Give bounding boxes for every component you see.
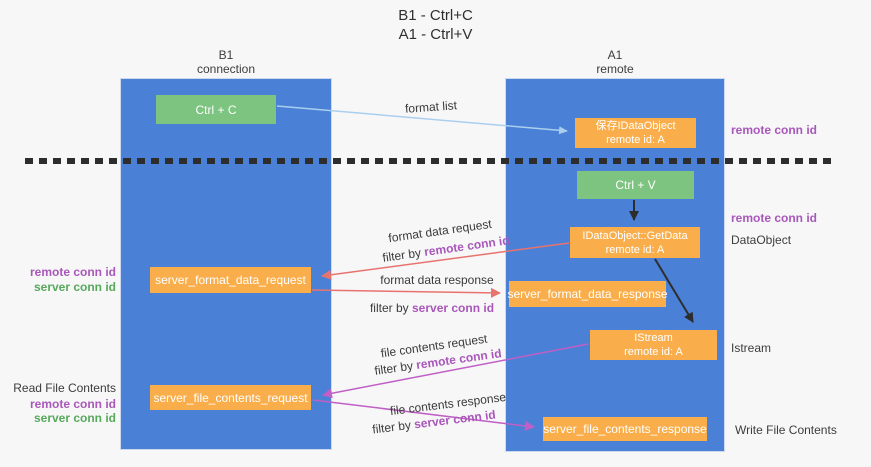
lane-a1-name: A1 (607, 48, 623, 62)
label-filter-server-1: filter by server conn id (370, 301, 494, 315)
node-ctrl-c-label: Ctrl + C (195, 102, 237, 117)
right-remote-conn-id-top: remote conn id (731, 123, 818, 137)
lane-header-b1: B1 connection (120, 48, 332, 76)
diagram-title: B1 - Ctrl+C A1 - Ctrl+V (0, 6, 871, 44)
title-line-2: A1 - Ctrl+V (398, 26, 473, 43)
node-getdata-line1: IDataObject::GetData (582, 229, 688, 242)
node-getdata: IDataObject::GetData remote id: A (570, 227, 700, 258)
node-server-format-data-request: server_format_data_request (150, 267, 311, 293)
left-remote-conn-id-bottom: remote conn id (29, 397, 116, 411)
node-getdata-line2: remote id: A (605, 243, 665, 256)
title-line-1: B1 - Ctrl+C (398, 7, 473, 24)
node-server-file-contents-response-label: server_file_contents_response (543, 422, 707, 436)
lane-b1-name: B1 (218, 48, 234, 62)
node-ctrl-v: Ctrl + V (577, 171, 694, 199)
label-format-data-response: format data response (380, 273, 493, 287)
lane-b1-subtitle: connection (196, 62, 256, 76)
label-format-list-text: format list (404, 98, 458, 116)
left-remote-conn-id: remote conn id (29, 265, 116, 279)
node-ctrl-v-label: Ctrl + V (615, 178, 656, 192)
filter-by-text: filter by (371, 417, 412, 437)
lane-header-a1: A1 remote (505, 48, 725, 76)
label-format-data-response-text: format data response (380, 273, 494, 287)
node-save-dataobject: 保存IDataObject remote id: A (575, 118, 696, 148)
right-remote-conn-id-mid: remote conn id (731, 211, 818, 225)
filter-by-text: filter by (381, 245, 422, 265)
node-istream-line1: IStream (634, 332, 673, 344)
istream-label: Istream (731, 341, 772, 355)
lane-a1-subtitle: remote (596, 62, 634, 76)
node-server-file-contents-request-label: server_file_contents_request (153, 390, 308, 405)
node-istream: IStream remote id: A (590, 330, 717, 360)
label-format-list: format list (405, 98, 458, 116)
node-istream-line2: remote id: A (624, 346, 683, 358)
write-file-contents-label: Write File Contents (735, 423, 837, 437)
filter-by-text: filter by (369, 301, 409, 315)
node-server-format-data-response: server_format_data_response (507, 281, 668, 307)
read-file-contents-label: Read File Contents (13, 381, 116, 395)
node-server-file-contents-request: server_file_contents_request (150, 385, 311, 410)
node-server-format-data-request-label: server_format_data_request (155, 273, 306, 287)
node-save-dataobject-line2: remote id: A (606, 134, 665, 146)
node-ctrl-c: Ctrl + C (156, 95, 276, 124)
left-server-conn-id: server conn id (33, 280, 116, 294)
node-save-dataobject-line1: 保存IDataObject (595, 120, 676, 132)
left-server-conn-id-bottom: server conn id (33, 411, 116, 425)
format-data-response-arrow (311, 287, 501, 298)
node-server-file-contents-response: server_file_contents_response (543, 417, 707, 441)
filter-by-text: filter by (373, 358, 414, 378)
dataobject-label: DataObject (731, 233, 792, 247)
server-conn-id-text: server conn id (412, 301, 495, 315)
node-server-format-data-response-label: server_format_data_response (507, 287, 668, 301)
